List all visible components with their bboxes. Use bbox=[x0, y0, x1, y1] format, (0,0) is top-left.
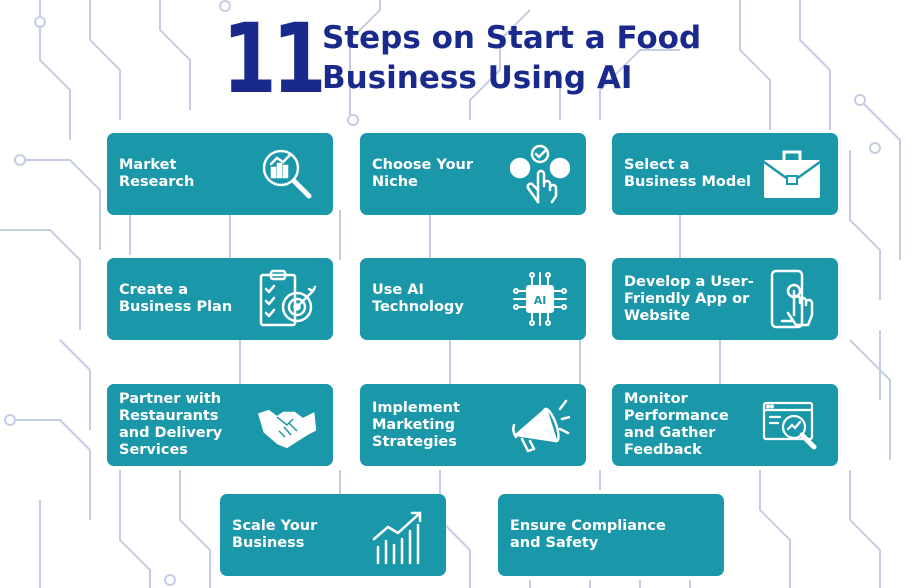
svg-text:AI: AI bbox=[534, 294, 547, 307]
step-card-ai-technology: Use AI Technology AI bbox=[360, 258, 586, 340]
handshake-icon bbox=[257, 395, 317, 455]
step-card-scale: Scale Your Business bbox=[220, 494, 446, 576]
step-label: Select a Business Model bbox=[624, 157, 752, 190]
title-line-1: Steps on Start a Food bbox=[322, 20, 702, 56]
step-card-marketing: Implement Marketing Strategies bbox=[360, 384, 586, 466]
step-label: Choose Your Niche bbox=[372, 157, 474, 190]
step-label: Scale Your Business bbox=[232, 518, 318, 551]
page-title: Steps on Start a Food Business Using AI bbox=[322, 18, 742, 98]
checklist-target-icon bbox=[257, 269, 317, 329]
step-card-choose-niche: Choose Your Niche bbox=[360, 133, 586, 215]
step-card-app-website: Develop a User-Friendly App or Website bbox=[612, 258, 838, 340]
title-line-2: Business Using AI bbox=[322, 60, 633, 96]
step-card-business-model: Select a Business Model bbox=[612, 133, 838, 215]
phone-touch-icon bbox=[762, 269, 822, 329]
briefcase-icon bbox=[762, 144, 822, 204]
step-card-market-research: Market Research bbox=[107, 133, 333, 215]
step-label: Monitor Performance and Gather Feedback bbox=[624, 391, 729, 458]
step-label: Implement Marketing Strategies bbox=[372, 399, 460, 450]
browser-magnifier-icon bbox=[762, 395, 822, 455]
step-label: Ensure Compliance and Safety bbox=[510, 518, 666, 551]
step-label: Market Research bbox=[119, 157, 195, 190]
megaphone-icon bbox=[510, 395, 570, 455]
step-label: Develop a User-Friendly App or Website bbox=[624, 273, 754, 324]
ai-chip-icon: AI bbox=[510, 269, 570, 329]
title-number: 11 bbox=[222, 3, 327, 115]
step-card-compliance: Ensure Compliance and Safety bbox=[498, 494, 724, 576]
step-label: Create a Business Plan bbox=[119, 282, 233, 315]
magnifier-chart-icon bbox=[257, 144, 317, 204]
hand-choice-icon bbox=[510, 144, 570, 204]
growth-chart-icon bbox=[370, 505, 430, 565]
step-label: Partner with Restaurants and Delivery Se… bbox=[119, 391, 223, 458]
step-card-business-plan: Create a Business Plan bbox=[107, 258, 333, 340]
step-card-monitor: Monitor Performance and Gather Feedback bbox=[612, 384, 838, 466]
step-label: Use AI Technology bbox=[372, 282, 464, 315]
step-card-partner: Partner with Restaurants and Delivery Se… bbox=[107, 384, 333, 466]
